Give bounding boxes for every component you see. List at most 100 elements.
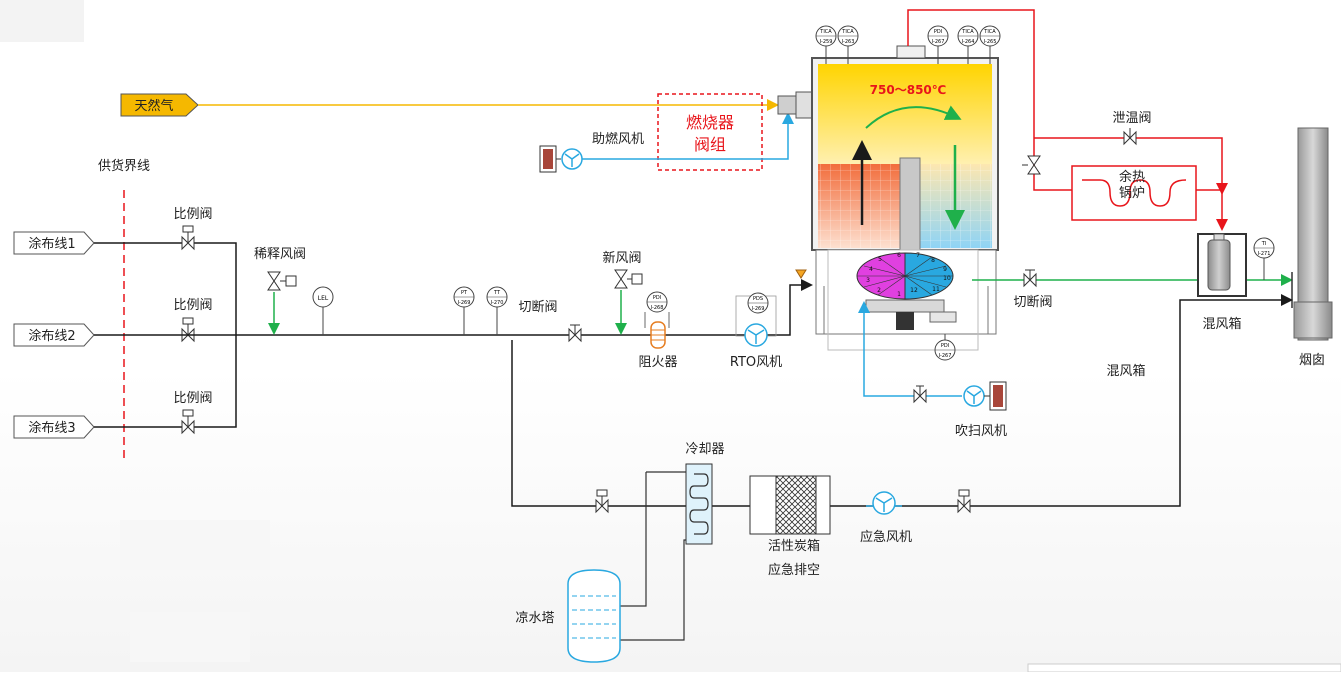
svg-text:I-269: I-269 <box>752 306 765 312</box>
lel-detector: LEL <box>312 286 334 335</box>
svg-text:I-264: I-264 <box>962 39 975 45</box>
waste-heat-boiler <box>1071 165 1197 221</box>
cutoff-valve-outlet <box>1023 269 1037 288</box>
svg-text:4: 4 <box>869 266 873 273</box>
svg-text:2: 2 <box>877 287 881 294</box>
emergency-line-out <box>830 294 1293 507</box>
waste-heat-boiler-label-2: 锅炉 <box>1119 185 1145 201</box>
svg-text:TI: TI <box>1261 241 1267 247</box>
proportional-valve-1 <box>181 225 195 251</box>
bleed-control-valve <box>1123 128 1137 146</box>
branch-line-1 <box>94 242 237 335</box>
svg-text:TICA: TICA <box>983 29 996 35</box>
burner-group-line1: 燃烧器 <box>686 113 734 132</box>
tica-259-instrument: TICA I-259 <box>815 25 837 64</box>
emergency-vent-label: 应急排空 <box>768 562 820 578</box>
svg-text:TICA: TICA <box>961 29 974 35</box>
cooling-tower-label: 凉水塔 <box>515 611 554 626</box>
pdi-268-instrument: PDI I-268 <box>644 291 670 328</box>
svg-text:PDS: PDS <box>753 296 763 302</box>
pt-269-instrument: PT I-269 <box>453 286 475 335</box>
cutoff-valve-label-right: 切断阀 <box>1013 295 1052 310</box>
bleed-valve <box>1022 155 1041 175</box>
mix-box-label-center: 混风箱 <box>1106 363 1145 379</box>
purge-fan-label: 吹扫风机 <box>955 424 1007 439</box>
svg-text:LEL: LEL <box>318 295 329 302</box>
pdi-267-top-instrument: PDI I-267 <box>927 25 949 64</box>
flame-arrestor <box>650 321 666 349</box>
ti-271-instrument: TI I-271 <box>1253 237 1275 280</box>
svg-text:I-270: I-270 <box>491 300 504 306</box>
emergency-fan-label: 应急风机 <box>860 529 912 545</box>
svg-text:TT: TT <box>493 290 501 296</box>
bleed-valve-label: 泄温阀 <box>1112 111 1151 126</box>
svg-text:I-267: I-267 <box>939 353 952 359</box>
svg-text:6: 6 <box>897 252 901 259</box>
hot-gas-bypass-line <box>907 9 1035 138</box>
svg-text:PDI: PDI <box>653 295 661 301</box>
dilution-valve <box>267 271 297 291</box>
combustion-air-line <box>582 112 794 160</box>
emergency-line-in <box>511 340 686 507</box>
svg-text:12: 12 <box>910 287 918 294</box>
proportional-valve-3-label: 比例阀 <box>173 391 212 406</box>
tica-263-instrument: TICA I-263 <box>837 25 859 64</box>
proportional-valve-1-label: 比例阀 <box>173 207 212 222</box>
svg-text:涂布线3: 涂布线3 <box>28 420 75 436</box>
dilution-valve-label: 稀释风阀 <box>254 247 306 262</box>
svg-text:I-259: I-259 <box>820 39 833 45</box>
emergency-fan <box>866 491 902 515</box>
burner-group-line2: 阀组 <box>694 135 726 154</box>
cutoff-valve-main <box>568 324 582 343</box>
cutoff-valve-label-left: 切断阀 <box>518 300 557 315</box>
pdi-267-bottom-instrument: PDI I-267 <box>934 334 956 361</box>
rto-fan <box>744 323 768 347</box>
mix-box <box>1197 233 1247 297</box>
tt-270-instrument: TT I-270 <box>486 286 508 335</box>
svg-text:10: 10 <box>943 275 951 282</box>
chimney <box>1291 127 1333 341</box>
rto-fan-label: RTO风机 <box>730 355 782 370</box>
fresh-air-valve <box>614 269 643 289</box>
tica-264-instrument: TICA I-264 <box>957 25 979 64</box>
svg-text:1: 1 <box>897 291 901 298</box>
svg-text:PT: PT <box>461 290 468 296</box>
tica-265-instrument: TICA I-265 <box>979 25 1001 64</box>
rotor-numbers: 6 7 8 9 10 11 12 1 2 3 4 5 <box>866 252 951 298</box>
emergency-valve-1 <box>595 489 609 514</box>
rto-rotary-valve <box>815 249 997 351</box>
purge-fan <box>963 381 1007 411</box>
combustion-fan-label: 助燃风机 <box>592 131 644 147</box>
coating-line-1-tag: 涂布线1 <box>13 231 95 255</box>
svg-text:涂布线2: 涂布线2 <box>28 328 75 344</box>
svg-text:9: 9 <box>943 266 947 273</box>
purge-air-line <box>858 301 962 397</box>
activated-carbon-box <box>749 475 831 535</box>
main-exhaust-header <box>94 279 813 336</box>
fresh-air-valve-label: 新风阀 <box>602 250 641 266</box>
svg-text:I-268: I-268 <box>651 305 664 311</box>
svg-text:TICA: TICA <box>819 29 832 35</box>
burner-valve-group <box>657 93 763 171</box>
svg-text:3: 3 <box>866 277 870 284</box>
cooler-label: 冷却器 <box>685 442 724 457</box>
svg-text:PDI: PDI <box>941 343 949 349</box>
svg-text:11: 11 <box>932 286 940 293</box>
rto-combustion-chamber <box>811 45 999 251</box>
svg-text:I-263: I-263 <box>842 39 855 45</box>
supply-boundary-label: 供货界线 <box>98 158 150 174</box>
pds-269-instrument: PDS I-269 <box>735 292 777 337</box>
natural-gas-tag: 天然气 <box>120 93 199 117</box>
cooling-tower <box>567 569 621 663</box>
waste-heat-boiler-label-1: 余热 <box>1119 169 1145 185</box>
feed-damper-icon <box>795 269 807 279</box>
proportional-valve-2 <box>181 317 195 343</box>
svg-text:PDI: PDI <box>934 29 942 35</box>
temperature-range: 750～850℃ <box>870 83 947 97</box>
svg-text:5: 5 <box>878 256 882 263</box>
chimney-label: 烟囱 <box>1299 353 1325 368</box>
svg-text:TICA: TICA <box>841 29 854 35</box>
svg-text:涂布线1: 涂布线1 <box>28 236 75 252</box>
